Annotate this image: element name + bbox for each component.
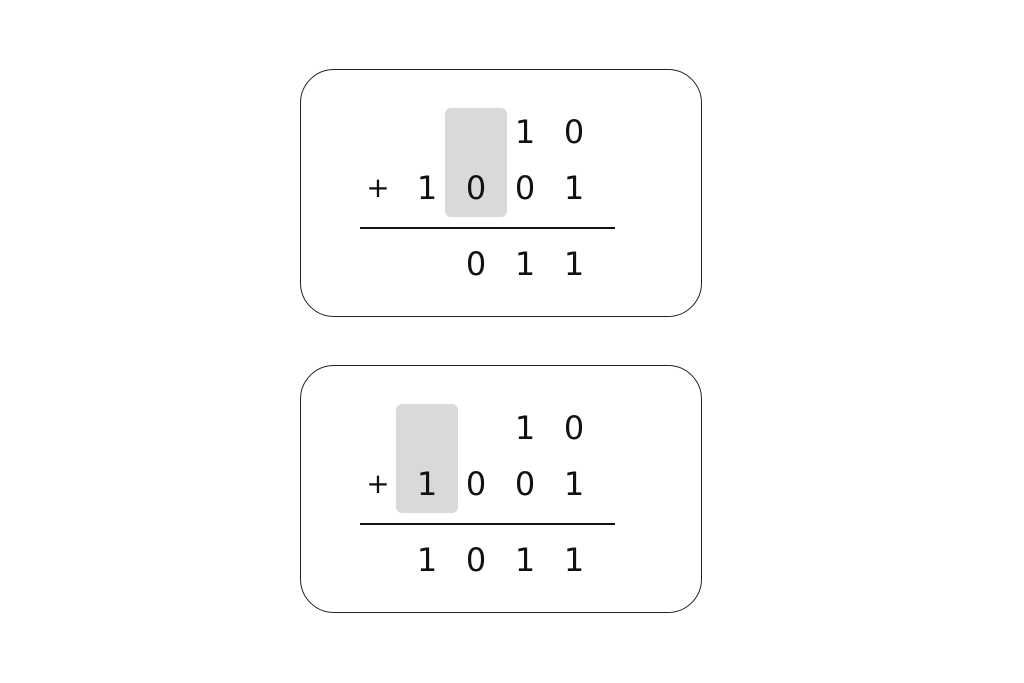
addend1-digit: 1 bbox=[514, 113, 536, 151]
result-digit: 1 bbox=[514, 245, 536, 283]
result-digit bbox=[407, 244, 447, 284]
highlighted-column bbox=[445, 108, 507, 217]
addition-step-card-1: 1 0 + 1 0 0 1 0 1 1 bbox=[300, 69, 702, 317]
addend1-digit bbox=[407, 408, 447, 448]
addend2-digit: 0 bbox=[465, 465, 487, 503]
addend1-digit: 0 bbox=[563, 113, 585, 151]
addend1-digit bbox=[407, 112, 447, 152]
addend2-digit: 1 bbox=[563, 465, 585, 503]
addend2-digit: 1 bbox=[416, 169, 438, 207]
result-digit: 1 bbox=[563, 541, 585, 579]
addend1-digit bbox=[456, 408, 496, 448]
addend1-digit: 0 bbox=[563, 409, 585, 447]
addend2-digit: 0 bbox=[514, 169, 536, 207]
plus-operator: + bbox=[366, 171, 390, 204]
result-digit: 1 bbox=[416, 541, 438, 579]
result-digit: 1 bbox=[514, 541, 536, 579]
highlighted-column bbox=[396, 404, 458, 513]
addend2-digit: 1 bbox=[563, 169, 585, 207]
addend2-digit: 0 bbox=[465, 169, 487, 207]
addend2-digit: 1 bbox=[416, 465, 438, 503]
sum-line bbox=[360, 227, 615, 229]
addend1-digit: 1 bbox=[514, 409, 536, 447]
result-digit: 0 bbox=[465, 245, 487, 283]
addend1-digit bbox=[456, 112, 496, 152]
addition-step-card-2: 1 0 + 1 0 0 1 1 0 1 1 bbox=[300, 365, 702, 613]
addend2-digit: 0 bbox=[514, 465, 536, 503]
result-digit: 0 bbox=[465, 541, 487, 579]
result-digit: 1 bbox=[563, 245, 585, 283]
plus-operator: + bbox=[366, 467, 390, 500]
sum-line bbox=[360, 523, 615, 525]
